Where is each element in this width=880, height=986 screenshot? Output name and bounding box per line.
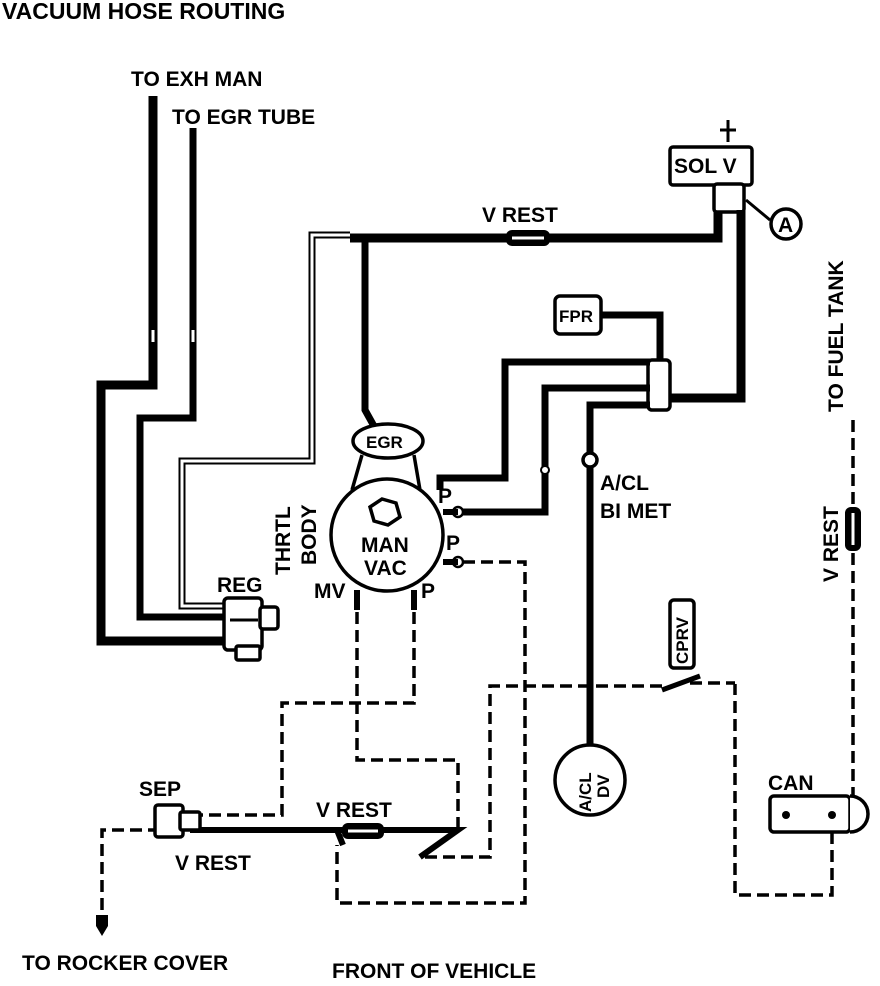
v-rest-top-label: V REST	[482, 204, 558, 227]
sol-v-solenoid	[668, 120, 754, 214]
reg-label: REG	[217, 574, 263, 597]
cprv-label: CPRV	[673, 616, 692, 664]
fuel-tank-hose	[845, 420, 861, 800]
sep-label: SEP	[139, 778, 181, 801]
diagram-title: VACUUM HOSE ROUTING	[2, 0, 285, 24]
egr-valve	[350, 422, 425, 491]
reg-valve	[222, 596, 280, 662]
a-cl-dv	[553, 743, 627, 817]
fpr-label: FPR	[559, 307, 593, 326]
a-marker	[745, 198, 803, 241]
reg-to-vrest-hose	[178, 231, 350, 610]
sol-v-label: SOL V	[674, 155, 737, 178]
a-cl-bi-met	[581, 451, 599, 745]
egr-tube-hose	[136, 128, 232, 621]
p-label-2: P	[446, 532, 460, 555]
v-rest-left-label: V REST	[175, 852, 251, 875]
front-of-vehicle-label: FRONT OF VEHICLE	[332, 960, 536, 983]
man-label: MAN	[361, 534, 409, 557]
vac-label: VAC	[364, 557, 407, 580]
v-rest-top-hose	[350, 210, 723, 246]
throttle-body	[329, 477, 465, 610]
can-label: CAN	[768, 772, 814, 795]
to-egr-tube-label: TO EGR TUBE	[172, 106, 315, 129]
mv-label: MV	[314, 580, 346, 603]
egr-vacuum-hose	[361, 240, 379, 430]
a-cl-dv-label-1: A/CL	[576, 772, 595, 812]
cprv-valve	[420, 598, 735, 859]
to-fuel-tank-label: TO FUEL TANK	[825, 260, 848, 412]
sol-v-to-junction-hose	[668, 210, 746, 403]
a-cl-label: A/CL	[600, 472, 649, 495]
to-rocker-cover-label: TO ROCKER COVER	[22, 952, 228, 975]
thrtl-label: THRTL	[272, 506, 295, 575]
rocker-cover-arrow	[96, 915, 108, 936]
lower-dashed-hoses	[100, 560, 527, 915]
bi-met-label: BI MET	[600, 500, 671, 523]
exh-man-hose	[96, 96, 237, 646]
can-canister	[733, 684, 870, 897]
p-label-3: P	[421, 580, 435, 603]
p-label-1: P	[438, 485, 452, 508]
v-rest-right-label: V REST	[820, 506, 843, 582]
sep-separator	[153, 803, 202, 839]
v-rest-bottom-hose	[190, 823, 468, 860]
a-marker-label: A	[778, 214, 793, 237]
body-label: BODY	[298, 504, 321, 565]
a-cl-dv-label-2: DV	[594, 774, 613, 798]
egr-label: EGR	[366, 433, 403, 452]
junction-hoses	[436, 358, 672, 516]
to-exh-man-label: TO EXH MAN	[131, 68, 262, 91]
v-rest-bottom-label: V REST	[316, 799, 392, 822]
